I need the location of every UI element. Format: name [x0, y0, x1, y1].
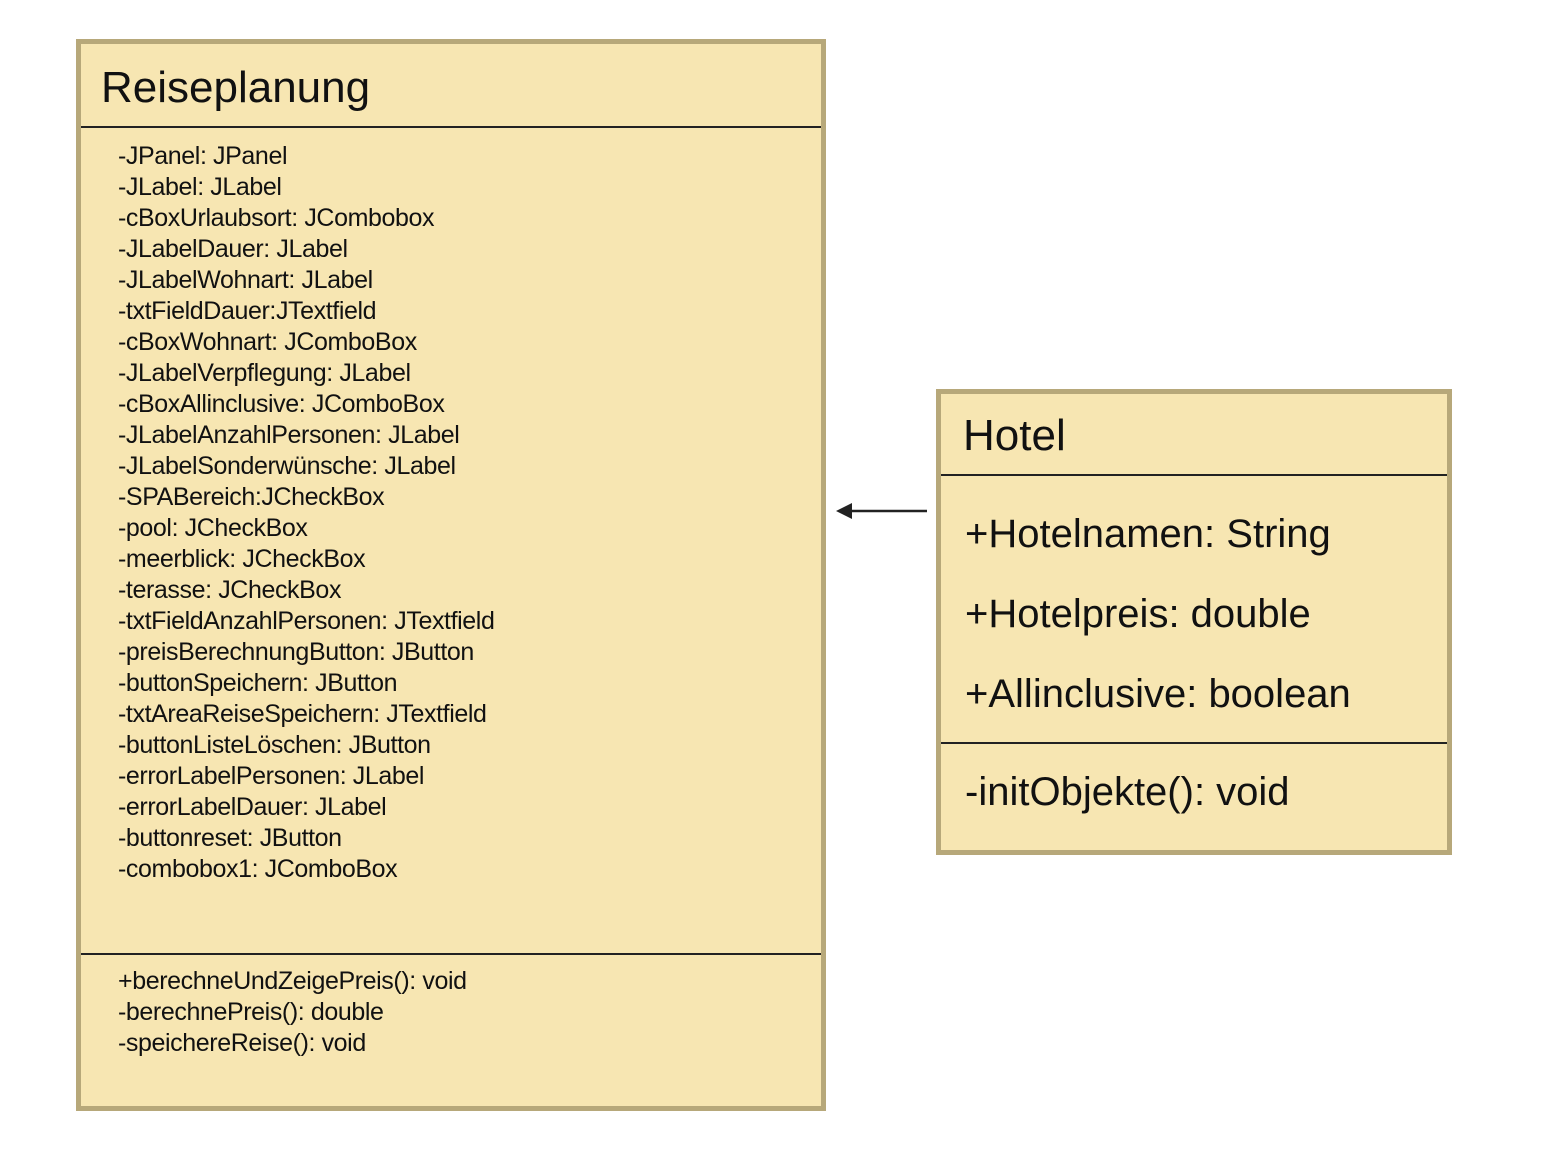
class-box-hotel[interactable]: Hotel +Hotelnamen: String +Hotelpreis: do… [936, 389, 1452, 855]
attribute-item: +Hotelnamen: String [965, 512, 1331, 556]
attribute-item: -meerblick: JCheckBox [118, 545, 366, 573]
attribute-item: -cBoxAllinclusive: JComboBox [118, 390, 445, 418]
attribute-item: -JLabelSonderwünsche: JLabel [118, 452, 456, 480]
method-item: -initObjekte(): void [965, 770, 1290, 814]
association-arrow [836, 503, 927, 519]
method-item: +berechneUndZeigePreis(): void [118, 967, 467, 995]
attribute-item: -combobox1: JComboBox [118, 855, 398, 883]
attribute-item: -SPABereich:JCheckBox [118, 483, 385, 511]
attribute-list-reiseplanung: -JPanel: JPanel -JLabel: JLabel -cBoxUrlau… [81, 141, 821, 885]
attribute-item: +Hotelpreis: double [965, 592, 1311, 636]
attribute-item: -pool: JCheckBox [118, 514, 308, 542]
attribute-item: -preisBerechnungButton: JButton [118, 638, 474, 666]
attribute-item: -buttonreset: JButton [118, 824, 342, 852]
attribute-item: -JLabel: JLabel [118, 173, 282, 201]
attribute-item: -JLabelDauer: JLabel [118, 235, 348, 263]
method-item: -speichereReise(): void [118, 1029, 366, 1057]
method-list-hotel: -initObjekte(): void [941, 764, 1447, 820]
attribute-item: -JLabelWohnart: JLabel [118, 266, 373, 294]
attribute-item: -txtFieldAnzahlPersonen: JTextfield [118, 607, 495, 635]
attribute-item: -terasse: JCheckBox [118, 576, 342, 604]
arrow-head-icon [836, 503, 852, 519]
attribute-item: -JLabelAnzahlPersonen: JLabel [118, 421, 460, 449]
attribute-item: -cBoxUrlaubsort: JCombobox [118, 204, 435, 232]
attribute-item: -buttonSpeichern: JButton [118, 669, 398, 697]
class-name-hotel: Hotel [941, 394, 1447, 476]
class-box-reiseplanung[interactable]: Reiseplanung -JPanel: JPanel -JLabel: JLa… [76, 39, 826, 1111]
attribute-item: -JPanel: JPanel [118, 142, 288, 170]
method-list-reiseplanung: +berechneUndZeigePreis(): void -berechneP… [81, 966, 821, 1059]
attribute-item: -buttonListeLöschen: JButton [118, 731, 431, 759]
compartment-divider [941, 742, 1447, 744]
attribute-item: -errorLabelDauer: JLabel [118, 793, 387, 821]
attribute-item: -JLabelVerpflegung: JLabel [118, 359, 411, 387]
attribute-item: -errorLabelPersonen: JLabel [118, 762, 425, 790]
attribute-item: -txtFieldDauer:JTextfield [118, 297, 377, 325]
attribute-item: -cBoxWohnart: JComboBox [118, 328, 417, 356]
method-item: -berechnePreis(): double [118, 998, 384, 1026]
compartment-divider [81, 953, 821, 955]
class-name-reiseplanung: Reiseplanung [81, 44, 821, 128]
attribute-item: -txtAreaReiseSpeichern: JTextfield [118, 700, 487, 728]
attribute-item: +Allinclusive: boolean [965, 672, 1351, 716]
attribute-list-hotel: +Hotelnamen: String +Hotelpreis: double +A… [941, 494, 1447, 734]
